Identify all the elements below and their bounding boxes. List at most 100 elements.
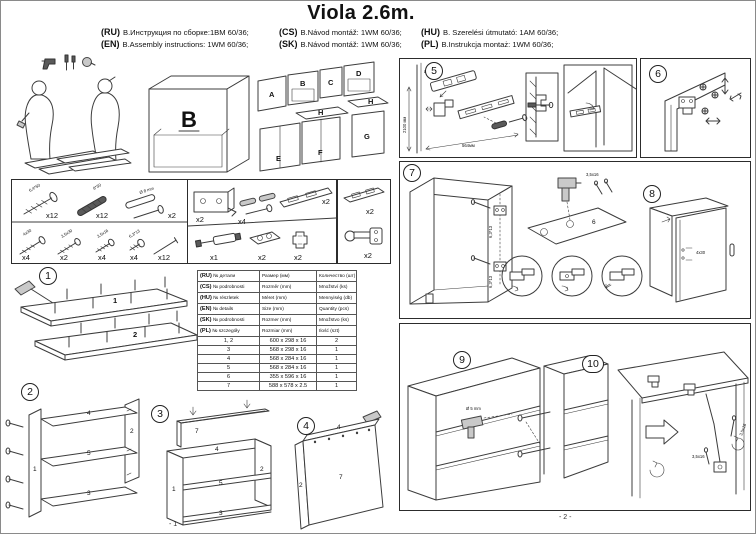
svg-text:4x30: 4x30 <box>22 227 33 236</box>
rail-section-inset <box>525 72 559 142</box>
screw-spec-label: 4x30 <box>696 250 706 255</box>
drill-icon <box>460 413 513 439</box>
corner-hang-inset <box>563 64 637 152</box>
table-header-row: (PL) № szczegóły Rozmiar (mm)Ilość (szt) <box>197 325 357 337</box>
down-arrow <box>189 406 197 416</box>
hardware-box-fittings: x2 x4 x2 <box>187 179 337 264</box>
svg-text:H: H <box>318 108 323 117</box>
screw-with-label: 3,5x16 <box>692 447 710 465</box>
language-list: (RU)В.Инструкция по сборке:1ВМ 60/36; (C… <box>101 27 701 51</box>
svg-text:4: 4 <box>337 424 341 431</box>
svg-text:5: 5 <box>87 450 91 457</box>
lang-line-sk: (SK)B.Návod montáž: 1WM 60/36; <box>279 39 421 51</box>
lang-line-ru: (RU)В.Инструкция по сборке:1ВМ 60/36; <box>101 27 279 39</box>
svg-text:1: 1 <box>33 466 37 473</box>
step4-cabinet: 4 2 7 <box>294 418 384 530</box>
hardware-box-screws: 6,4*50 x12 8*30 x12 Ø 8 mm <box>11 179 188 264</box>
cabinet-b-drawing: B <box>148 75 250 173</box>
svg-text:1: 1 <box>113 296 117 305</box>
base-units: H E F H G <box>259 96 389 172</box>
svg-text:3,5x16: 3,5x16 <box>692 454 705 459</box>
lang-line-en: (EN)B.Assembly instructions: 1WM 60/36; <box>101 39 279 51</box>
svg-text:3,5x30: 3,5x30 <box>60 228 74 239</box>
gas-lift-stay <box>705 393 727 473</box>
tools-icons <box>41 54 96 71</box>
person-left <box>16 80 54 160</box>
push-arrow <box>645 419 679 445</box>
svg-text:3,5x16: 3,5x16 <box>738 422 747 436</box>
svg-text:x12: x12 <box>158 253 170 262</box>
side-panel-2 <box>124 398 140 484</box>
step1-board-2: 2 <box>34 310 198 361</box>
svg-text:7: 7 <box>339 474 343 481</box>
lang-code: (HU) <box>421 27 440 37</box>
side-panel-1 <box>28 408 42 518</box>
rotate-arrow <box>649 460 665 478</box>
svg-text:4: 4 <box>87 410 91 417</box>
down-arrow <box>243 399 251 409</box>
dim-width-label: 564мм <box>462 143 475 148</box>
plug-and-screw <box>491 114 528 130</box>
dowel-pins <box>54 276 168 314</box>
svg-text:H: H <box>368 97 373 106</box>
step-5-badge: 5 <box>425 62 443 80</box>
screwdriver-icon <box>64 54 69 63</box>
step-8-badge: 8 <box>643 185 661 203</box>
step3-drawing: 7 4 1 2 5 3 <box>166 399 272 526</box>
dim-height-label: 2100 мм <box>402 117 407 133</box>
plug-screw-set: x4 <box>238 192 276 226</box>
wall-rail <box>457 95 515 120</box>
svg-text:3: 3 <box>219 510 223 517</box>
step9-joining-drawing: Ø 5 mm <box>407 355 609 501</box>
svg-text:8*30: 8*30 <box>92 182 103 191</box>
svg-text:x1: x1 <box>210 253 218 262</box>
table-header-row: (EN) № details Size (mm)Quantity (pcs) <box>197 303 357 315</box>
svg-text:2: 2 <box>133 330 137 339</box>
table-header-row: (SK) № podrobnosti Rozmer (mm)Množstvo (… <box>197 314 357 326</box>
step6-adjustment-drawing <box>664 72 742 152</box>
cover-box-part: x2 <box>193 187 237 224</box>
shelf-3 <box>40 486 138 507</box>
step1-board-1: 1 <box>20 276 188 327</box>
screw-spec-label: 6,3*13 <box>488 275 493 288</box>
nail-marks <box>313 428 371 444</box>
svg-text:x2: x2 <box>364 251 372 260</box>
lang-line-cs: (CS)B.Návod montáž: 1WM 60/36; <box>279 27 421 39</box>
step7-8-box: 6,3*13 6,3*13 6 3,5x16 <box>399 161 751 319</box>
svg-text:x2: x2 <box>168 211 176 220</box>
step3-cabinet: 4 1 2 5 3 <box>166 438 272 526</box>
svg-text:Ø 8 mm: Ø 8 mm <box>139 185 155 195</box>
svg-text:C: C <box>328 78 334 87</box>
screw-63x13: 6,3*13 x4 <box>128 228 145 262</box>
step8-cabinet: 4x30 <box>649 197 735 303</box>
svg-text:x2: x2 <box>196 215 204 224</box>
wall-units: A B C D <box>257 61 375 112</box>
step5-wall-rail-drawing: 2100 мм Ø 8mm <box>402 62 528 154</box>
connector-bolts <box>517 411 551 458</box>
page-title: Viola 2.6m. <box>307 2 415 24</box>
svg-text:5: 5 <box>219 480 223 487</box>
svg-text:4: 4 <box>215 446 219 453</box>
screw-4x30: 4x30 x4 <box>19 227 46 262</box>
step10-gaslift-drawing: 3,5x16 3,5x16 <box>617 351 749 499</box>
svg-text:x4: x4 <box>22 253 30 262</box>
svg-text:x4: x4 <box>130 253 138 262</box>
svg-text:E: E <box>276 154 281 163</box>
svg-text:x12: x12 <box>46 211 58 220</box>
double-arrow <box>729 92 742 102</box>
page-number-right: - 2 - <box>559 514 572 521</box>
svg-text:x12: x12 <box>96 211 108 220</box>
lang-code: (SK) <box>279 39 298 49</box>
board-stack <box>24 148 132 175</box>
wall-plug-8: 8*30 x12 <box>77 182 108 220</box>
fastener-clip-part: x2 <box>292 231 308 262</box>
step6-box <box>640 58 751 158</box>
cabinet-b-label: B <box>181 107 197 132</box>
step4-drawing: 4 2 7 <box>294 410 384 530</box>
screw-64x50: 6,4*50 x12 <box>23 182 58 220</box>
person-right <box>90 76 120 162</box>
